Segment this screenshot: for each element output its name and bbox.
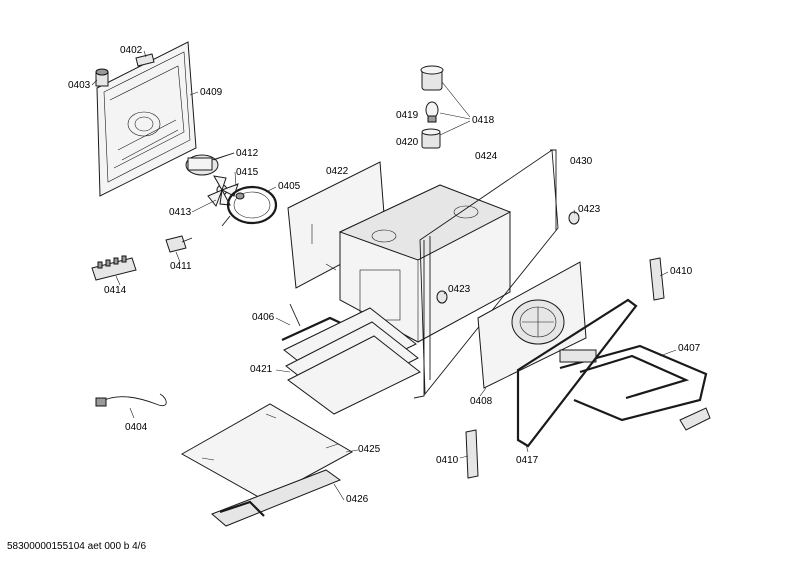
part-label-0407: 0407 <box>678 343 701 354</box>
lamp-cover-0418 <box>420 65 444 91</box>
part-label-0423-left: 0423 <box>448 284 471 295</box>
spacer-0423-right <box>568 211 580 225</box>
bottom-heater-0426 <box>211 469 342 527</box>
part-label-0406: 0406 <box>252 312 275 323</box>
spacer-0423-left <box>436 290 448 304</box>
terminal-block-0414 <box>91 255 137 281</box>
part-label-0426: 0426 <box>346 494 369 505</box>
part-label-0410-top: 0410 <box>670 266 693 277</box>
part-label-0413: 0413 <box>169 207 192 218</box>
grill-element-0407 <box>559 344 708 422</box>
document-reference: 58300000155104 aet 000 b 4/6 <box>7 541 147 552</box>
hinge-0410-top <box>649 257 665 301</box>
back-wall-fan-0408 <box>477 261 587 389</box>
part-label-0411: 0411 <box>170 261 192 272</box>
part-label-0421: 0421 <box>250 364 273 375</box>
lamp-socket-0420 <box>421 128 441 149</box>
part-label-0414: 0414 <box>104 285 127 296</box>
ring-heater-0405 <box>221 185 278 227</box>
rear-panel-0409 <box>96 41 197 197</box>
part-label-0405: 0405 <box>278 181 301 192</box>
clip-0402 <box>135 53 155 67</box>
part-label-0410-bottom: 0410 <box>436 455 459 466</box>
part-label-0418: 0418 <box>472 115 495 126</box>
hinge-0410-bottom <box>465 429 479 479</box>
part-label-0409: 0409 <box>200 87 223 98</box>
nut-0415 <box>235 192 245 200</box>
part-label-0403: 0403 <box>68 80 91 91</box>
part-label-0408: 0408 <box>470 396 493 407</box>
part-label-0412: 0412 <box>236 148 259 159</box>
oven-cavity-0424 <box>338 184 512 343</box>
part-label-0417: 0417 <box>516 455 539 466</box>
part-label-0404: 0404 <box>125 422 148 433</box>
part-label-0424: 0424 <box>475 151 498 162</box>
fan-motor-0412 <box>185 152 235 176</box>
lamp-bulb-0419 <box>425 101 439 123</box>
front-frame-0430 <box>413 149 559 399</box>
door-seal-0417 <box>516 298 638 448</box>
trays-0421 <box>283 307 421 415</box>
part-label-0402: 0402 <box>120 45 143 56</box>
bracket-right <box>679 407 711 431</box>
leader-lines <box>91 50 677 501</box>
part-label-0419: 0419 <box>396 110 419 121</box>
part-label-0425: 0425 <box>358 444 381 455</box>
part-label-0422: 0422 <box>326 166 349 177</box>
part-label-0420: 0420 <box>396 137 419 148</box>
sensor-0411 <box>165 235 193 253</box>
part-label-0415: 0415 <box>236 167 259 178</box>
part-label-0423-right: 0423 <box>578 204 601 215</box>
bottom-panel-0425 <box>180 403 354 501</box>
thermostat-knob-0403 <box>95 68 109 87</box>
part-label-0430: 0430 <box>570 156 593 167</box>
mains-cable-0404 <box>95 393 167 407</box>
